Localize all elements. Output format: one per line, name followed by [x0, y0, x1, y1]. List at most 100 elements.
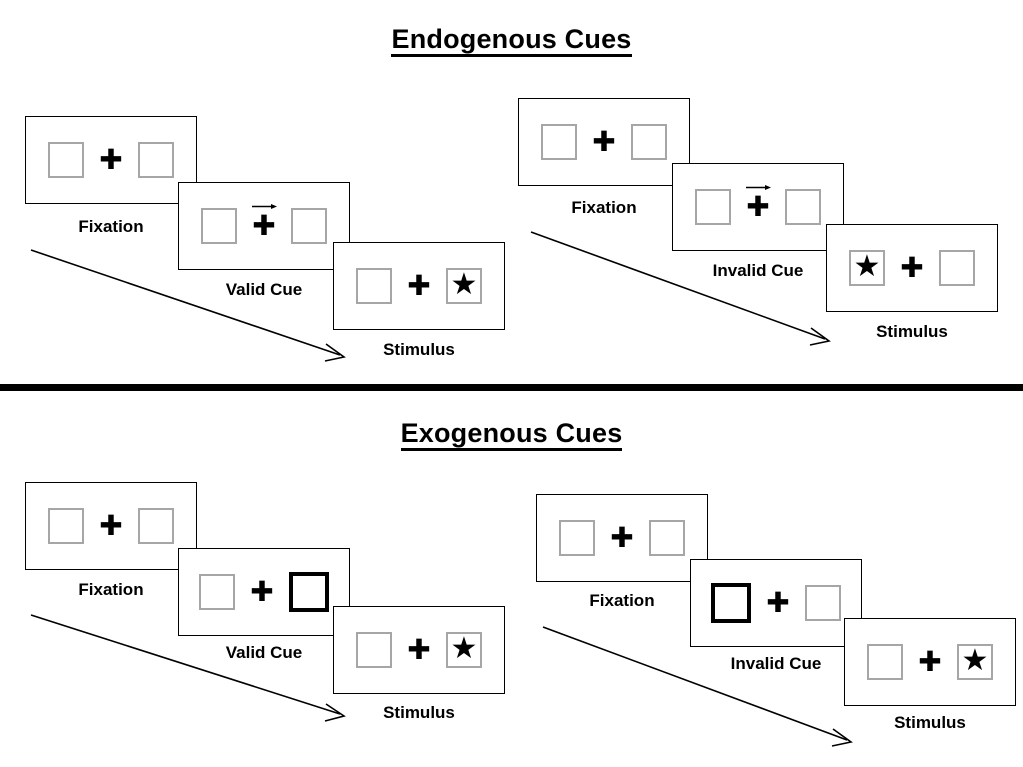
right-box	[138, 142, 174, 178]
right-box	[631, 124, 667, 160]
fixation-cross-wrap: ✚	[745, 185, 771, 227]
left-box	[48, 142, 84, 178]
fixation-cross-icon: ✚	[99, 143, 123, 176]
right-box-highlighted	[289, 572, 329, 612]
frame-content: ★ ✚	[827, 225, 997, 311]
stimulus-row: ✚	[48, 506, 174, 546]
fixation-cross-wrap: ✚	[406, 630, 432, 670]
left-box-highlighted	[711, 583, 751, 623]
left-box: ★	[849, 250, 885, 286]
left-box	[541, 124, 577, 160]
stage-label-endo-valid-stimulus: Stimulus	[383, 340, 455, 359]
left-box	[356, 268, 392, 304]
frame-exo-valid-cue: ✚	[178, 548, 350, 636]
fixation-cross-wrap: ✚	[609, 518, 635, 558]
stage-label-exo-valid-stimulus: Stimulus	[383, 703, 455, 722]
fixation-cross-icon: ✚	[252, 209, 276, 242]
fixation-cross-icon: ✚	[407, 269, 431, 302]
fixation-cross-icon: ✚	[407, 633, 431, 666]
frame-endo-valid-cue: ✚	[178, 182, 350, 270]
right-box	[649, 520, 685, 556]
frame-exo-valid-stimulus: ✚ ★	[333, 606, 505, 694]
section-title-endogenous: Endogenous Cues	[0, 24, 1023, 58]
fixation-cross-icon: ✚	[746, 190, 770, 223]
left-box	[199, 574, 235, 610]
stimulus-row: ✚	[711, 583, 841, 623]
stage-label-endo-invalid-cue: Invalid Cue	[712, 261, 804, 280]
fixation-cross-icon: ✚	[900, 251, 924, 284]
stage-label-exo-invalid-cue: Invalid Cue	[730, 654, 822, 673]
fixation-cross-wrap: ✚	[899, 248, 925, 288]
frame-content: ✚	[691, 560, 861, 646]
arrow-right-icon	[746, 185, 771, 190]
fixation-cross-icon: ✚	[99, 509, 123, 542]
stage-label-endo-invalid-fixation: Fixation	[571, 198, 637, 217]
left-box	[867, 644, 903, 680]
left-box	[201, 208, 237, 244]
star-icon: ★	[450, 632, 478, 665]
frame-endo-valid-fixation: ✚	[25, 116, 197, 204]
frame-endo-invalid-stimulus: ★ ✚	[826, 224, 998, 312]
stimulus-row: ✚	[559, 518, 685, 558]
stimulus-row: ✚ ★	[356, 630, 482, 670]
stimulus-row: ★ ✚	[849, 248, 975, 288]
frame-content: ✚	[537, 495, 707, 581]
frame-content: ✚	[26, 117, 196, 203]
frame-endo-invalid-cue: ✚	[672, 163, 844, 251]
fixation-cross-wrap: ✚	[249, 572, 275, 612]
stage-label-endo-valid-cue: Valid Cue	[225, 280, 303, 299]
star-icon: ★	[853, 250, 881, 283]
right-box	[138, 508, 174, 544]
section-title-endogenous-text: Endogenous Cues	[391, 25, 632, 58]
fixation-cross-wrap: ✚	[406, 266, 432, 306]
stage-label-endo-valid-fixation: Fixation	[78, 217, 144, 236]
fixation-cross-wrap: ✚	[591, 122, 617, 162]
fixation-cross-wrap: ✚	[251, 204, 277, 246]
stimulus-row: ✚	[199, 572, 329, 612]
section-title-exogenous-text: Exogenous Cues	[400, 419, 623, 452]
frame-content: ✚ ★	[334, 243, 504, 329]
section-divider	[0, 384, 1023, 391]
right-box	[939, 250, 975, 286]
arrow-right-icon	[252, 204, 277, 209]
stimulus-row: ✚ ★	[356, 266, 482, 306]
frame-endo-invalid-fixation: ✚	[518, 98, 690, 186]
frame-exo-invalid-cue: ✚	[690, 559, 862, 647]
stage-label-endo-invalid-stimulus: Stimulus	[876, 322, 948, 341]
left-box	[48, 508, 84, 544]
right-box	[785, 189, 821, 225]
frame-content: ✚ ★	[334, 607, 504, 693]
stimulus-row: ✚	[695, 185, 821, 227]
stimulus-row: ✚	[48, 140, 174, 180]
stimulus-row: ✚	[541, 122, 667, 162]
right-box	[291, 208, 327, 244]
fixation-cross-wrap: ✚	[917, 642, 943, 682]
star-icon: ★	[450, 268, 478, 301]
right-box: ★	[957, 644, 993, 680]
stage-label-exo-valid-fixation: Fixation	[78, 580, 144, 599]
frame-exo-invalid-stimulus: ✚ ★	[844, 618, 1016, 706]
stage-label-exo-invalid-fixation: Fixation	[589, 591, 655, 610]
frame-content: ✚	[179, 549, 349, 635]
frame-content: ✚	[179, 183, 349, 269]
fixation-cross-icon: ✚	[918, 645, 942, 678]
fixation-cross-wrap: ✚	[98, 140, 124, 180]
right-box: ★	[446, 632, 482, 668]
fixation-cross-wrap: ✚	[98, 506, 124, 546]
left-box	[356, 632, 392, 668]
fixation-cross-wrap: ✚	[765, 583, 791, 623]
frame-exo-valid-fixation: ✚	[25, 482, 197, 570]
right-box: ★	[446, 268, 482, 304]
stage-label-exo-invalid-stimulus: Stimulus	[894, 713, 966, 732]
frame-content: ✚	[673, 164, 843, 250]
frame-content: ✚	[519, 99, 689, 185]
fixation-cross-icon: ✚	[766, 586, 790, 619]
right-box	[805, 585, 841, 621]
fixation-cross-icon: ✚	[592, 125, 616, 158]
star-icon: ★	[961, 644, 989, 677]
stage-label-exo-valid-cue: Valid Cue	[225, 643, 303, 662]
frame-exo-invalid-fixation: ✚	[536, 494, 708, 582]
left-box	[559, 520, 595, 556]
frame-content: ✚ ★	[845, 619, 1015, 705]
left-box	[695, 189, 731, 225]
